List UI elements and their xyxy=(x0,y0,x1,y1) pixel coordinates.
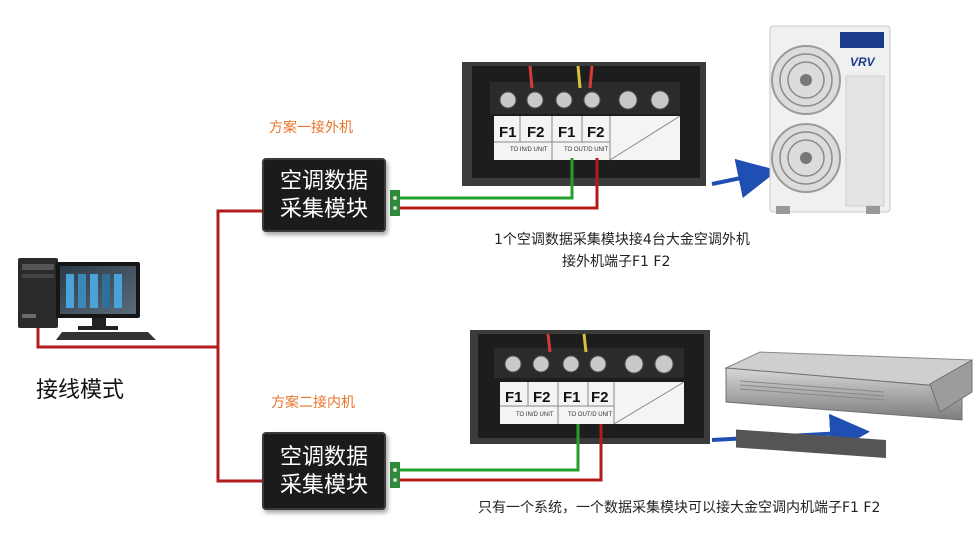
module-title-line1: 空调数据 xyxy=(279,445,368,470)
arrow-to-outdoor-unit xyxy=(711,158,778,199)
terminal-label: F2 xyxy=(591,389,609,406)
terminal-labels-2: F1 F2 F1 F2 TO IN/D UNIT TO OUT/D UNIT xyxy=(505,389,613,418)
terminal-sub-label: TO IN/D UNIT xyxy=(510,147,548,153)
terminal-label: F2 xyxy=(587,124,605,141)
terminal-block-icon xyxy=(462,62,706,186)
plan1-wires xyxy=(400,158,599,210)
caption-plan2: 只有一个系统，一个数据采集模块可以接大金空调内机端子F1 F2 xyxy=(478,500,881,516)
terminal-label: F2 xyxy=(533,389,551,406)
module-title-line2: 采集模块 xyxy=(279,473,368,498)
terminal-labels-1: F1 F2 F1 F2 TO IN/D UNIT TO OUT/D UNIT xyxy=(499,124,609,153)
plan1-label: 方案一接外机 xyxy=(269,120,353,136)
brand-text: VRV xyxy=(850,55,876,69)
terminal-label: F2 xyxy=(527,124,545,141)
plan2-wires xyxy=(400,424,603,482)
module-connector-1 xyxy=(390,190,400,216)
red-trunk-wire xyxy=(36,209,262,483)
terminal-label: F1 xyxy=(563,389,581,406)
outdoor-unit-icon: VRV xyxy=(769,25,891,214)
terminal-label: F1 xyxy=(499,124,517,141)
mode-label: 接线模式 xyxy=(36,378,125,403)
terminal-label: F1 xyxy=(505,389,523,406)
module-connector-2 xyxy=(390,462,400,488)
plan2-label: 方案二接内机 xyxy=(271,395,355,411)
caption-plan1-line1: 1个空调数据采集模块接4台大金空调外机 xyxy=(494,232,750,248)
terminal-sub-label: TO OUT/D UNIT xyxy=(568,412,613,418)
terminal-label: F1 xyxy=(558,124,576,141)
terminal-block-icon xyxy=(470,330,710,444)
computer-icon xyxy=(18,258,156,340)
terminal-sub-label: TO OUT/D UNIT xyxy=(564,147,609,153)
module-title-line1: 空调数据 xyxy=(279,169,368,194)
module-icon: 空调数据 采集模块 xyxy=(262,432,386,510)
caption-plan1-line2: 接外机端子F1 F2 xyxy=(562,254,671,270)
indoor-unit-icon xyxy=(724,351,973,458)
terminal-sub-label: TO IN/D UNIT xyxy=(516,412,554,418)
module-title-line2: 采集模块 xyxy=(279,197,368,222)
module-icon: 空调数据 采集模块 xyxy=(262,158,386,232)
